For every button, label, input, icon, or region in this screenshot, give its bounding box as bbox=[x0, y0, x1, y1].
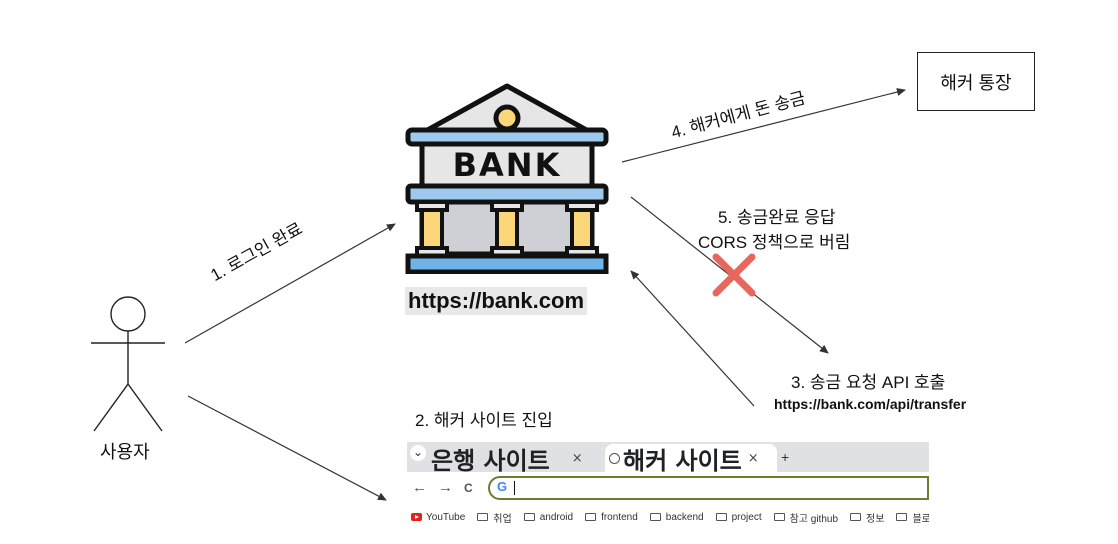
folder-icon bbox=[477, 513, 489, 521]
youtube-icon bbox=[411, 513, 422, 521]
bookmark-label: android bbox=[539, 511, 574, 523]
bank-sign-text: BANK bbox=[453, 146, 562, 184]
bank-url-label: https://bank.com bbox=[405, 287, 588, 315]
bookmark-label: 블로 bbox=[912, 513, 929, 525]
browser-tab-strip: ⌄ 은행 사이트 × 해커 사이트 × + bbox=[407, 442, 929, 475]
bookmark-folder[interactable]: backend bbox=[649, 511, 704, 523]
bookmark-folder[interactable]: 정보 bbox=[850, 510, 884, 525]
folder-icon bbox=[773, 513, 785, 521]
arrow-visit-hacker-site bbox=[187, 395, 387, 501]
arrow-transfer-to-hacker bbox=[621, 88, 906, 163]
user-label: 사용자 bbox=[100, 442, 150, 462]
folder-icon bbox=[523, 513, 535, 521]
bookmark-label: 참고 github bbox=[789, 513, 839, 525]
bookmark-label: YouTube bbox=[426, 511, 466, 523]
step-response-line2: CORS 정책으로 버림 bbox=[698, 233, 851, 252]
bookmark-folder[interactable]: android bbox=[523, 511, 574, 523]
folder-icon bbox=[850, 513, 862, 521]
bookmarks-bar: YouTube 취업 android frontend backend proj… bbox=[407, 506, 929, 528]
arrow-login bbox=[184, 223, 396, 344]
reload-icon[interactable]: C bbox=[464, 481, 473, 495]
tab-bank-site[interactable]: 은행 사이트 × bbox=[431, 444, 606, 475]
bookmark-label: 정보 bbox=[866, 513, 885, 525]
tab-search-dropdown-icon[interactable]: ⌄ bbox=[410, 445, 426, 461]
user-stick-figure-icon bbox=[91, 296, 165, 432]
step-response-line1: 5. 송금완료 응답 bbox=[718, 208, 836, 227]
browser-window: ⌄ 은행 사이트 × 해커 사이트 × + ← → C G YouTube 취업… bbox=[407, 442, 929, 530]
bookmark-label: backend bbox=[665, 511, 704, 523]
tab-bank-close-icon[interactable]: × bbox=[571, 450, 583, 466]
address-bar[interactable]: G bbox=[488, 476, 929, 500]
hacker-account-box: 해커 통장 bbox=[917, 52, 1035, 111]
arrow-transfer-request bbox=[630, 270, 755, 407]
reject-x-icon bbox=[712, 253, 756, 297]
folder-icon bbox=[896, 513, 908, 521]
folder-icon bbox=[585, 513, 597, 521]
bookmark-folder[interactable]: project bbox=[715, 511, 762, 523]
step-request-label: 3. 송금 요청 API 호출 bbox=[791, 373, 946, 392]
chrome-tab-favicon-icon bbox=[609, 452, 620, 464]
bookmark-folder[interactable]: 참고 github bbox=[773, 510, 839, 525]
bookmark-label: project bbox=[731, 511, 762, 523]
forward-arrow-icon[interactable]: → bbox=[438, 479, 453, 496]
folder-icon bbox=[715, 513, 727, 521]
bank-building-icon: BANK bbox=[405, 83, 609, 274]
step-request-url: https://bank.com/api/transfer bbox=[774, 396, 967, 412]
bookmark-youtube[interactable]: YouTube bbox=[411, 512, 465, 523]
back-arrow-icon[interactable]: ← bbox=[412, 479, 427, 496]
bookmark-label: 취업 bbox=[493, 513, 512, 525]
bookmark-folder[interactable]: 블로 bbox=[896, 510, 929, 525]
tab-bank-site-label: 은행 사이트 bbox=[431, 446, 550, 475]
bookmark-folder[interactable]: 취업 bbox=[477, 510, 512, 525]
tab-hacker-site[interactable]: 해커 사이트 × bbox=[605, 444, 777, 475]
address-bar-cursor bbox=[514, 481, 515, 495]
google-g-icon: G bbox=[497, 479, 508, 494]
tab-hacker-site-label: 해커 사이트 bbox=[623, 446, 742, 475]
tab-hacker-close-icon[interactable]: × bbox=[747, 450, 759, 466]
browser-toolbar: ← → C G bbox=[407, 474, 929, 502]
new-tab-plus-icon[interactable]: + bbox=[781, 449, 790, 465]
step-visit-label: 2. 해커 사이트 진입 bbox=[415, 411, 553, 430]
hacker-account-label: 해커 통장 bbox=[940, 72, 1012, 93]
bookmark-folder[interactable]: frontend bbox=[585, 512, 638, 523]
folder-icon bbox=[649, 513, 661, 521]
bookmark-label: frontend bbox=[601, 511, 638, 523]
